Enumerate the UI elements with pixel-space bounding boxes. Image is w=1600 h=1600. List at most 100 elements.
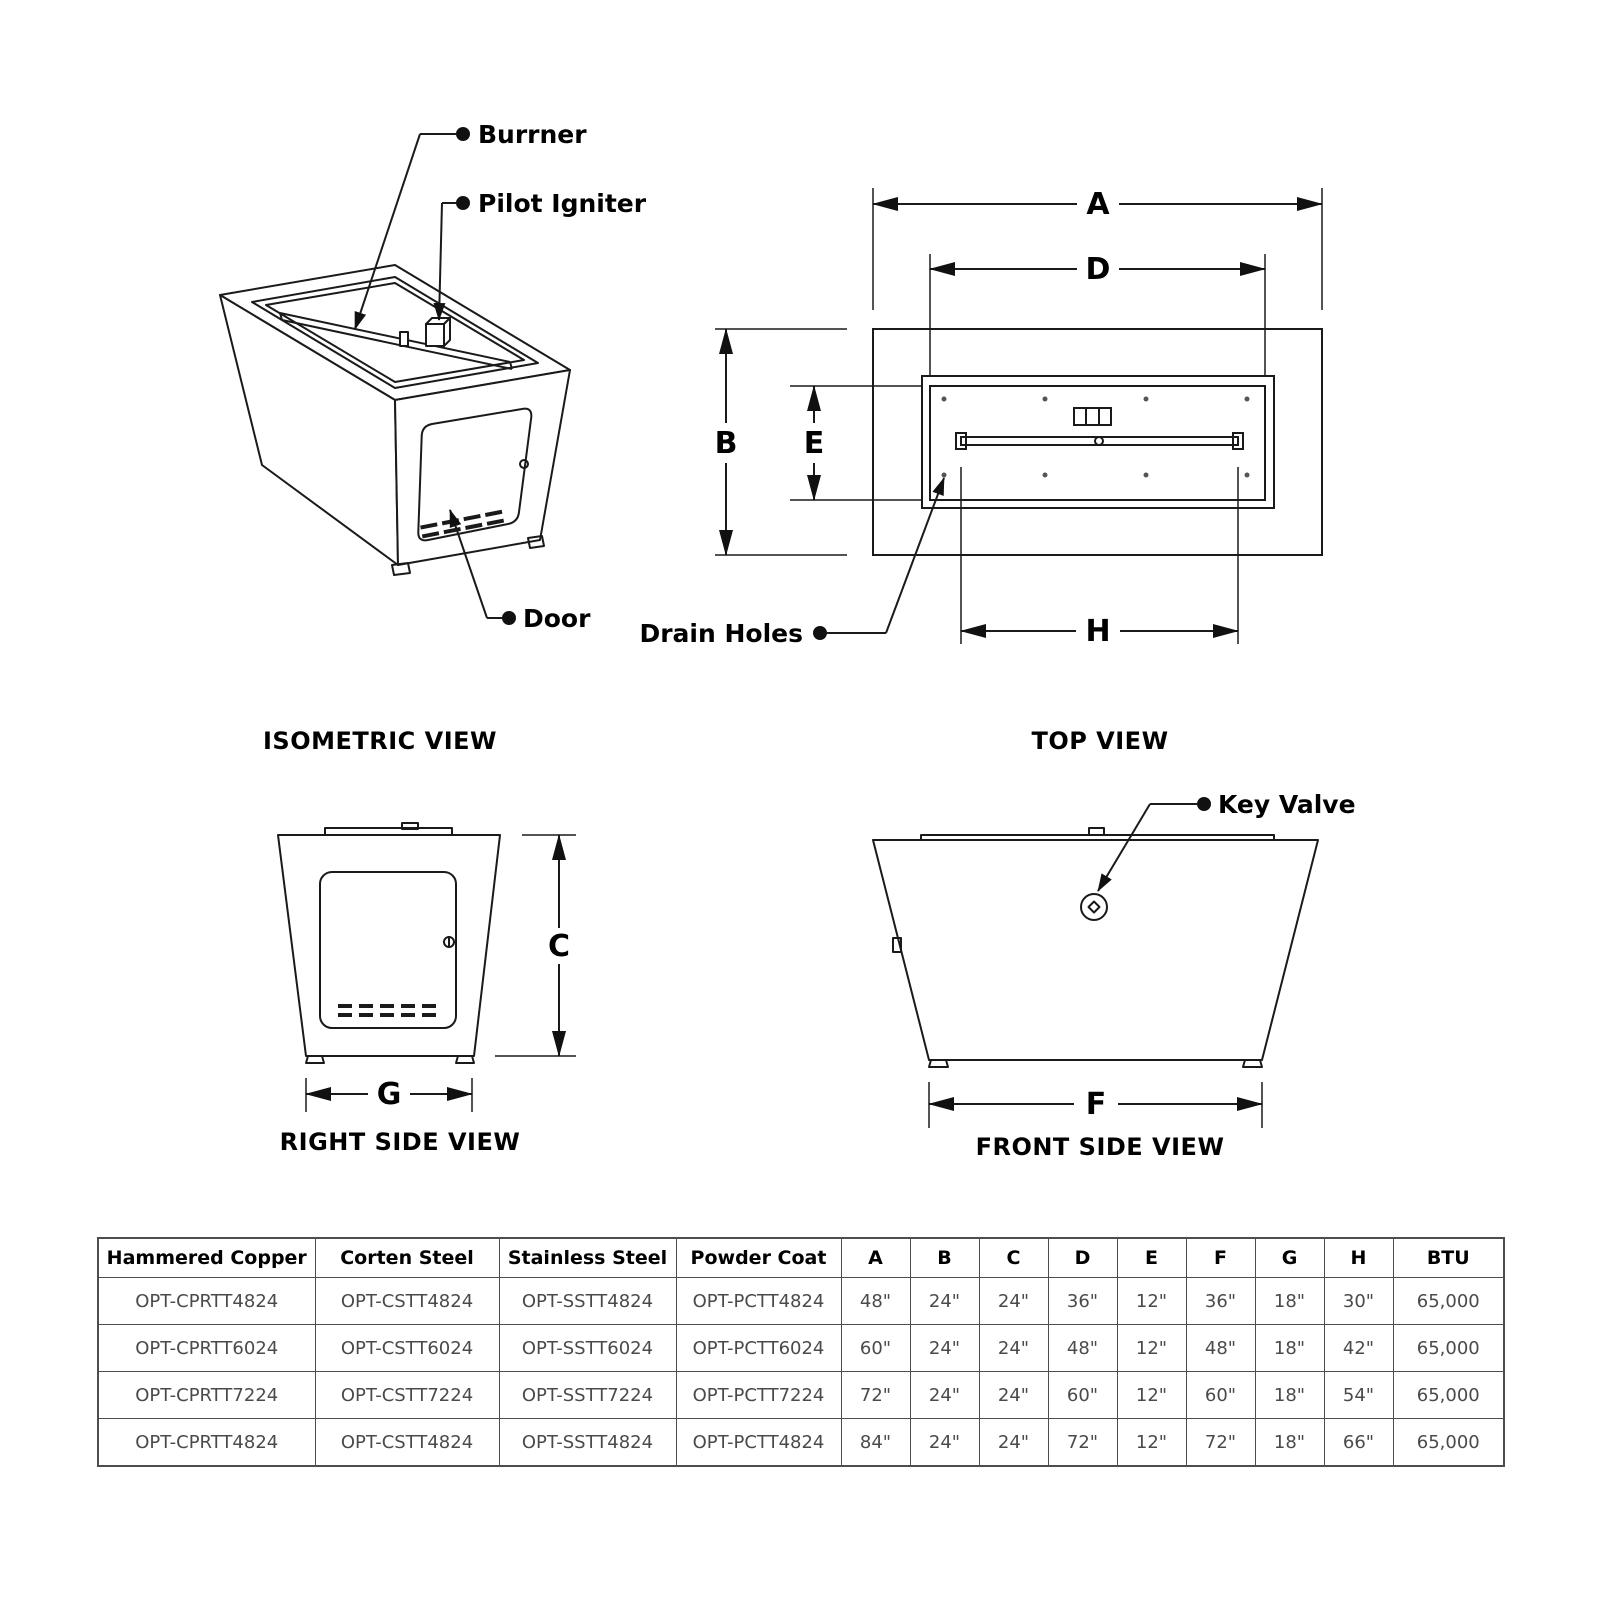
col-header-c: C bbox=[978, 1237, 1049, 1278]
spec-cell: 24" bbox=[909, 1277, 980, 1325]
door-handle bbox=[519, 459, 529, 469]
door-callout-dot bbox=[502, 611, 516, 625]
spec-cell: OPT-CSTT7224 bbox=[314, 1371, 500, 1419]
spec-cell: OPT-CPRTT4824 bbox=[97, 1418, 316, 1467]
spec-cell: 18" bbox=[1254, 1324, 1325, 1372]
spec-cell: 24" bbox=[909, 1324, 980, 1372]
dim-b bbox=[715, 328, 847, 556]
foot bbox=[1242, 1059, 1263, 1068]
spec-cell: 54" bbox=[1323, 1371, 1394, 1419]
right-side-view-drawing: C G bbox=[277, 822, 576, 1112]
front-side-view-drawing: Key Valve F bbox=[872, 790, 1356, 1128]
spec-cell: OPT-SSTT7224 bbox=[498, 1371, 677, 1419]
key-valve-callout-dot bbox=[1197, 797, 1211, 811]
burner-callout-label: Burrner bbox=[478, 120, 587, 149]
spec-cell: OPT-PCTT6024 bbox=[675, 1324, 842, 1372]
spec-cell: 72" bbox=[1185, 1418, 1256, 1467]
col-header-btu: BTU bbox=[1392, 1237, 1505, 1278]
igniter-tab bbox=[1088, 827, 1105, 836]
spec-cell: 60" bbox=[840, 1324, 911, 1372]
col-header-f: F bbox=[1185, 1237, 1256, 1278]
spec-cell: 36" bbox=[1185, 1277, 1256, 1325]
isometric-view-drawing: Burrner Pilot Igniter Door bbox=[219, 120, 647, 633]
front-side-view-caption: FRONT SIDE VIEW bbox=[975, 1133, 1225, 1161]
top-view-caption: TOP VIEW bbox=[1031, 727, 1169, 755]
spec-cell: 60" bbox=[1185, 1371, 1256, 1419]
pilot-igniter-callout-label: Pilot Igniter bbox=[478, 189, 647, 218]
col-header-hammered-copper: Hammered Copper bbox=[97, 1237, 316, 1278]
spec-row: OPT-CPRTT4824 OPT-CSTT4824 OPT-SSTT4824 … bbox=[97, 1277, 1505, 1325]
front-body-outline bbox=[872, 839, 1319, 1061]
pilot-igniter-top bbox=[1073, 407, 1112, 426]
door-callout-label: Door bbox=[523, 604, 591, 633]
access-door bbox=[319, 871, 457, 1029]
dim-e bbox=[790, 385, 922, 501]
key-valve-callout-label: Key Valve bbox=[1218, 790, 1356, 819]
spec-cell: 84" bbox=[840, 1418, 911, 1467]
fire-pit-front-face bbox=[394, 369, 571, 566]
dim-e-label: E bbox=[804, 426, 825, 461]
dim-g-label: G bbox=[377, 1077, 402, 1112]
spec-cell: OPT-SSTT4824 bbox=[498, 1277, 677, 1325]
burner-tray-inner-rim bbox=[265, 282, 525, 383]
spec-cell: OPT-PCTT4824 bbox=[675, 1418, 842, 1467]
spec-cell: 24" bbox=[978, 1418, 1049, 1467]
dim-f bbox=[928, 1082, 1263, 1128]
spec-cell: 18" bbox=[1254, 1418, 1325, 1467]
spec-cell: 18" bbox=[1254, 1371, 1325, 1419]
spec-cell: 42" bbox=[1323, 1324, 1394, 1372]
door-handle bbox=[443, 936, 455, 948]
drain-holes-leader-line bbox=[827, 477, 945, 634]
dim-c bbox=[495, 834, 576, 1057]
burner-tray-inner bbox=[929, 385, 1266, 501]
spec-cell: 24" bbox=[909, 1418, 980, 1467]
spec-cell: OPT-PCTT4824 bbox=[675, 1277, 842, 1325]
spec-cell: 24" bbox=[978, 1277, 1049, 1325]
spec-cell: 12" bbox=[1116, 1324, 1187, 1372]
spec-row: OPT-CPRTT6024 OPT-CSTT6024 OPT-SSTT6024 … bbox=[97, 1324, 1505, 1372]
dim-d-label: D bbox=[1086, 252, 1111, 287]
col-header-h: H bbox=[1323, 1237, 1394, 1278]
key-valve-leader-line bbox=[1097, 803, 1197, 892]
spec-cell: 60" bbox=[1047, 1371, 1118, 1419]
dim-g bbox=[305, 1078, 473, 1112]
pilot-igniter-leader-line bbox=[433, 202, 456, 321]
spec-header-row: Hammered Copper Corten Steel Stainless S… bbox=[97, 1237, 1505, 1278]
spec-cell: 12" bbox=[1116, 1418, 1187, 1467]
tray-lip bbox=[324, 827, 453, 836]
spec-cell: 24" bbox=[909, 1371, 980, 1419]
foot bbox=[527, 535, 545, 549]
spec-row: OPT-CPRTT4824 OPT-CSTT4824 OPT-SSTT4824 … bbox=[97, 1418, 1505, 1467]
spec-cell: 66" bbox=[1323, 1418, 1394, 1467]
spec-cell: 12" bbox=[1116, 1371, 1187, 1419]
burner-tube bbox=[955, 432, 1244, 450]
spec-table: Hammered Copper Corten Steel Stainless S… bbox=[97, 1237, 1505, 1467]
spec-cell: 24" bbox=[978, 1324, 1049, 1372]
side-body-outline bbox=[277, 834, 501, 1057]
dim-c-label: C bbox=[548, 929, 570, 964]
spec-cell: 30" bbox=[1323, 1277, 1394, 1325]
dim-h bbox=[960, 467, 1239, 644]
spec-cell: OPT-SSTT6024 bbox=[498, 1324, 677, 1372]
dim-d bbox=[929, 254, 1266, 376]
drain-holes-callout-dot bbox=[813, 626, 827, 640]
dim-a-label: A bbox=[1086, 187, 1110, 222]
spec-cell: OPT-CPRTT7224 bbox=[97, 1371, 316, 1419]
burner-leader-line bbox=[354, 133, 456, 330]
spec-cell: OPT-SSTT4824 bbox=[498, 1418, 677, 1467]
igniter-tab bbox=[401, 822, 419, 830]
spec-cell: 65,000 bbox=[1392, 1418, 1505, 1467]
foot bbox=[455, 1055, 475, 1064]
spec-cell: 24" bbox=[978, 1371, 1049, 1419]
spec-cell: 65,000 bbox=[1392, 1324, 1505, 1372]
drain-holes-callout-label: Drain Holes bbox=[640, 619, 803, 648]
spec-cell: 72" bbox=[1047, 1418, 1118, 1467]
col-header-g: G bbox=[1254, 1237, 1325, 1278]
spec-cell: 72" bbox=[840, 1371, 911, 1419]
col-header-b: B bbox=[909, 1237, 980, 1278]
spec-cell: OPT-CSTT4824 bbox=[314, 1277, 500, 1325]
burner bbox=[279, 312, 513, 370]
spec-cell: 48" bbox=[1047, 1324, 1118, 1372]
col-header-stainless-steel: Stainless Steel bbox=[498, 1237, 677, 1278]
